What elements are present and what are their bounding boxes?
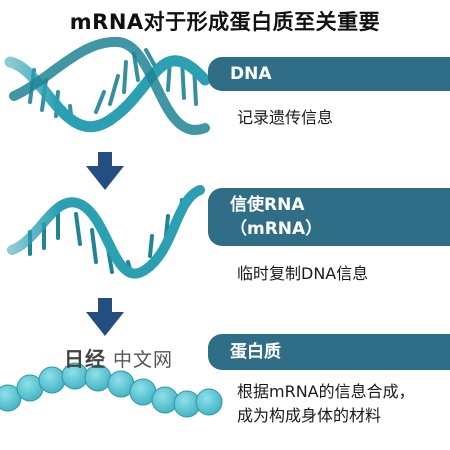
dna-helix-icon	[4, 36, 211, 135]
stage-description-mrna: 临时复制DNA信息	[237, 264, 369, 283]
arrow-down-icon	[86, 298, 124, 336]
stage-description-protein: 根据mRNA的信息合成， 成为构成身体的材料	[237, 380, 415, 428]
stage-label-mrna: 信使RNA （mRNA）	[208, 188, 450, 246]
arrow-down-icon	[86, 152, 124, 190]
mrna-strand-icon	[7, 185, 205, 279]
watermark-text: 中文网	[113, 349, 174, 371]
stage-description-dna: 记录遗传信息	[237, 108, 334, 127]
watermark-logo: 日经	[64, 347, 106, 371]
stage-label-mrna-sub: （mRNA）	[230, 219, 323, 239]
stage-label-dna: DNA	[208, 57, 450, 91]
watermark: 日经 中文网	[64, 343, 173, 372]
stage-label-mrna-title: 信使RNA	[230, 195, 305, 215]
stage-description-protein-line: 成为构成身体的材料	[237, 406, 382, 425]
protein-chain-icon	[0, 362, 223, 418]
stage-label-protein: 蛋白质	[208, 334, 450, 370]
diagram-title: mRNA对于形成蛋白质至关重要	[69, 10, 381, 34]
stage-description-protein-line: 根据mRNA的信息合成，	[237, 382, 415, 401]
